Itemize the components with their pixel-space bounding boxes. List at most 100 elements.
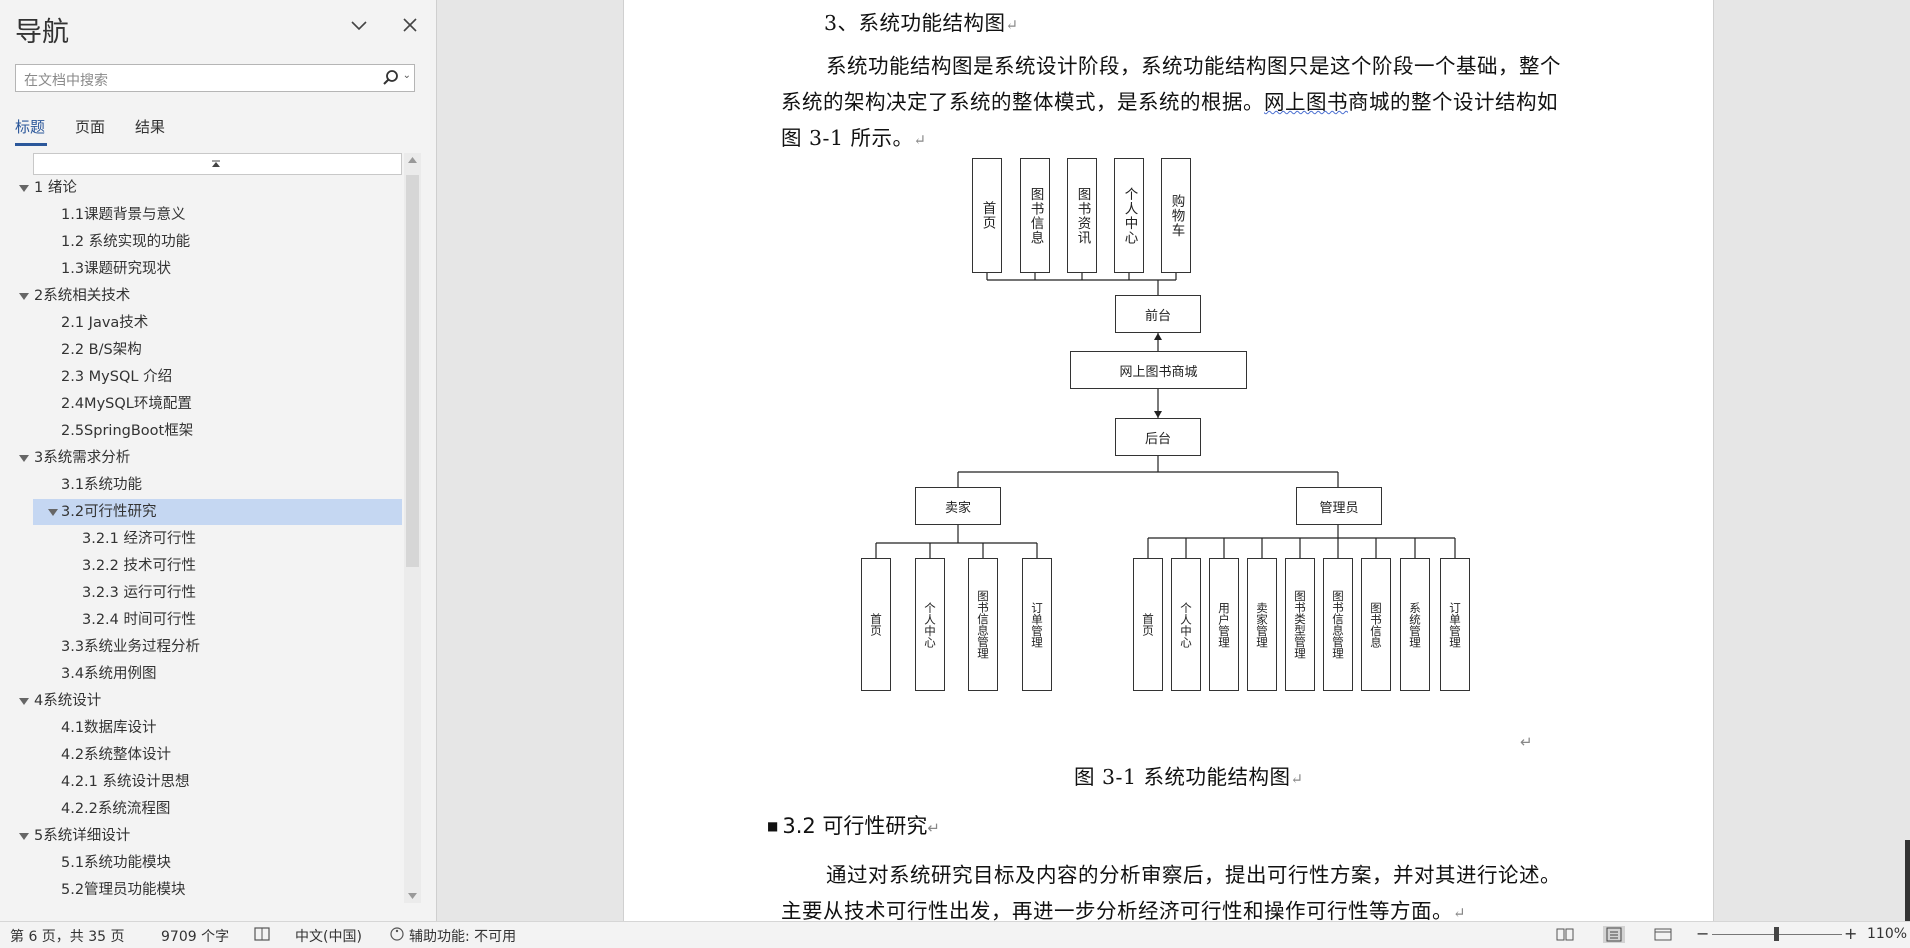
scroll-up-icon [408,157,417,163]
tab-results[interactable]: 结果 [135,118,166,136]
zoom-in-button[interactable]: + [1844,924,1858,943]
front-node-parent: 前台 [1115,295,1201,333]
paragraph-line: 通过对系统研究目标及内容的分析审察后，提出可行性方案，并对其进行论述。 [826,863,1561,887]
tree-item-label: 5系统详细设计 [34,828,131,844]
accessibility-status[interactable]: 辅助功能: 不可用 [409,929,517,945]
tab-pages[interactable]: 页面 [75,118,106,136]
expand-triangle-icon[interactable] [19,698,29,705]
zoom-level[interactable]: 110% [1867,926,1908,942]
tree-item-label: 2.1 Java技术 [61,315,149,331]
proofing-icon[interactable] [254,926,272,946]
zoom-out-button[interactable]: − [1696,924,1710,943]
close-icon[interactable] [399,14,421,36]
admin-item-node: 系统管理 [1400,558,1430,691]
tree-item[interactable]: 3.2可行性研究 [33,499,402,525]
nav-options-chevron-icon[interactable] [348,14,370,36]
tree-item[interactable]: 5.1系统功能模块 [33,850,402,876]
tab-headings[interactable]: 标题 [15,118,46,136]
tree-item[interactable]: 2.1 Java技术 [33,310,402,336]
read-mode-icon[interactable] [1554,926,1576,943]
front-node: 图书信息 [1020,158,1050,273]
front-node: 购物车 [1161,158,1191,273]
expand-triangle-icon[interactable] [19,185,29,192]
heading-bullet-icon: ■ [767,819,779,833]
tree-item-label: 2.3 MySQL 介绍 [61,369,173,385]
tree-item-label: 3.4系统用例图 [61,666,157,682]
tree-item[interactable]: 4.2.2系统流程图 [33,796,402,822]
tree-item-label: 3系统需求分析 [34,450,131,466]
tree-item[interactable]: 2.4MySQL环境配置 [33,391,402,417]
admin-item-node: 图书信息 [1361,558,1391,691]
arrow-head [1154,333,1162,340]
tree-item-label: 4系统设计 [34,693,102,709]
pane-divider[interactable] [436,0,437,921]
tree-item[interactable]: 3.2.3 运行可行性 [33,580,402,606]
search-icon[interactable] [382,69,400,87]
nav-title: 导航 [15,17,69,48]
nav-scrollbar[interactable] [404,153,421,903]
active-tab-indicator [15,143,47,146]
admin-item-node: 个人中心 [1171,558,1201,691]
tree-item-label: 3.2.3 运行可行性 [82,585,197,601]
paragraph-line: 主要从技术可行性出发，再进一步分析经济可行性和操作可行性等方面。↵ [781,899,1467,923]
seller-node: 卖家 [915,487,1001,525]
admin-item-node: 卖家管理 [1247,558,1277,691]
paragraph-line: 图 3-1 所示。↵ [781,126,927,150]
tree-item-label: 1.2 系统实现的功能 [61,234,191,250]
tree-item[interactable]: 4.1数据库设计 [33,715,402,741]
tree-item[interactable]: 4.2.1 系统设计思想 [33,769,402,795]
print-layout-icon[interactable] [1603,926,1625,943]
web-layout-icon[interactable] [1652,926,1674,943]
admin-item-node: 图书信息管理 [1323,558,1353,691]
expand-triangle-icon[interactable] [19,293,29,300]
figure-caption: 图 3-1 系统功能结构图↵ [1074,765,1304,789]
arrow-head [1154,411,1162,418]
expand-triangle-icon[interactable] [48,509,58,516]
tree-item[interactable]: 1.2 系统实现的功能 [33,229,402,255]
seller-item-node: 首页 [861,558,891,691]
seller-item-node: 订单管理 [1022,558,1052,691]
collapse-all-button[interactable] [33,153,402,175]
tree-item[interactable]: 2系统相关技术 [19,283,402,309]
tree-item[interactable]: 1 绪论 [19,175,402,201]
admin-item-node: 图书类型管理 [1285,558,1315,691]
expand-triangle-icon[interactable] [19,455,29,462]
accessibility-icon[interactable] [389,926,407,946]
scrollbar-thumb[interactable] [406,175,419,567]
tree-item[interactable]: 3.4系统用例图 [33,661,402,687]
paragraph-line: 系统的架构决定了系统的整体模式，是系统的根据。网上图书商城的整个设计结构如 [781,90,1558,114]
tree-item[interactable]: 3.2.2 技术可行性 [33,553,402,579]
language-indicator[interactable]: 中文(中国) [295,929,362,945]
search-options-chevron-icon[interactable]: ⌄ [402,70,411,81]
seller-item-node: 个人中心 [915,558,945,691]
tree-item[interactable]: 4.2系统整体设计 [33,742,402,768]
tree-item[interactable]: 3.2.1 经济可行性 [33,526,402,552]
page-count[interactable]: 第 6 页，共 35 页 [10,929,125,945]
tree-item[interactable]: 2.3 MySQL 介绍 [33,364,402,390]
tree-item-label: 3.2.2 技术可行性 [82,558,197,574]
front-node: 首页 [972,158,1002,273]
tree-item[interactable]: 5系统详细设计 [19,823,402,849]
back-node: 后台 [1115,418,1201,456]
word-count[interactable]: 9709 个字 [161,929,230,945]
window-edge [1905,840,1910,921]
tree-item-label: 1.1课题背景与意义 [61,207,186,223]
paragraph-mark: ↵ [1520,733,1533,751]
tree-item[interactable]: 1.3课题研究现状 [33,256,402,282]
tree-item[interactable]: 2.5SpringBoot框架 [33,418,402,444]
tree-item-label: 3.3系统业务过程分析 [61,639,201,655]
tree-item[interactable]: 4系统设计 [19,688,402,714]
tree-item[interactable]: 5.2管理员功能模块 [33,877,402,903]
expand-triangle-icon[interactable] [19,833,29,840]
tree-item[interactable]: 3.2.4 时间可行性 [33,607,402,633]
tree-item[interactable]: 3.1系统功能 [33,472,402,498]
admin-item-node: 首页 [1133,558,1163,691]
search-input[interactable]: 在文档中搜索 ⌄ [15,64,415,92]
tree-item[interactable]: 3系统需求分析 [19,445,402,471]
tree-item[interactable]: 2.2 B/S架构 [33,337,402,363]
tree-item-label: 2.4MySQL环境配置 [61,396,192,412]
tree-item[interactable]: 1.1课题背景与意义 [33,202,402,228]
tree-item-label: 5.1系统功能模块 [61,855,172,871]
zoom-slider-thumb[interactable] [1774,927,1779,941]
tree-item[interactable]: 3.3系统业务过程分析 [33,634,402,660]
